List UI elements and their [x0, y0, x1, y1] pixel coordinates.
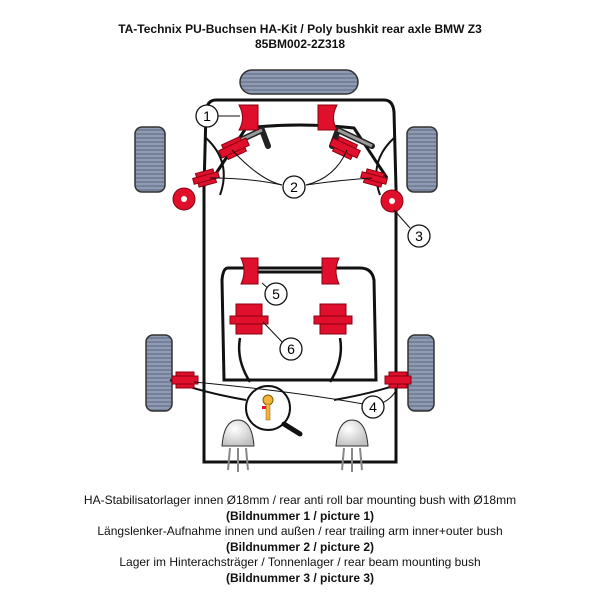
bush-2-left-lower	[192, 168, 220, 188]
svg-text:2: 2	[290, 179, 298, 195]
bush-1-right	[317, 104, 338, 131]
bush-2-right-lower	[360, 168, 388, 188]
bush-2-left-upper	[218, 135, 250, 161]
front-subframe-arc-right	[375, 137, 395, 196]
header: TA-Technix PU-Buchsen HA-Kit / Poly bush…	[0, 22, 600, 52]
page-title: TA-Technix PU-Buchsen HA-Kit / Poly bush…	[118, 22, 482, 36]
svg-text:1: 1	[203, 108, 211, 124]
part-number: 85BM002-2Z318	[254, 37, 346, 51]
caption-line-4: (Bildnummer 2 / picture 2)	[225, 539, 375, 554]
tire-front-right	[406, 126, 438, 193]
caption-line-1: HA-Stabilisatorlager innen Ø18mm / rear …	[83, 493, 517, 507]
caption-line-3: Längslenker-Aufnahme innen und außen / r…	[97, 524, 503, 538]
bush-6-right	[313, 303, 353, 335]
bush-5-right	[321, 257, 340, 285]
svg-text:5: 5	[272, 286, 280, 302]
callout-2: 2	[282, 175, 306, 199]
leader-lines	[193, 115, 411, 407]
top-cooler	[239, 69, 359, 95]
exhaust-left	[221, 419, 255, 472]
callout-4: 4	[361, 395, 385, 419]
caption-line-5: Lager im Hinterachsträger / Tonnenlager …	[119, 555, 481, 569]
callout-3: 3	[407, 224, 431, 248]
svg-text:4: 4	[369, 399, 377, 415]
tire-rear-left	[145, 334, 173, 412]
bush-3-left	[172, 187, 196, 211]
exhaust-right	[335, 419, 369, 472]
body-outline	[202, 98, 398, 464]
bush-2-right-upper	[329, 135, 361, 161]
caption-line-2: (Bildnummer 1 / picture 1)	[225, 508, 375, 523]
callout-1: 1	[195, 104, 219, 128]
front-subframe-arc	[205, 137, 225, 196]
caption-block: HA-Stabilisatorlager innen Ø18mm / rear …	[0, 493, 600, 586]
rear-subframe	[220, 266, 378, 382]
svg-text:6: 6	[287, 341, 295, 357]
caption-line-6: (Bildnummer 3 / picture 3)	[225, 570, 375, 585]
callout-6: 6	[279, 337, 303, 361]
bush-5-left	[240, 257, 259, 285]
key-tool-icon	[245, 385, 303, 437]
bush-1-left	[238, 104, 259, 131]
tire-front-left	[134, 126, 166, 193]
bush-4-left	[171, 371, 199, 389]
bush-6-left	[229, 303, 269, 335]
bush-3-right	[380, 189, 404, 213]
rear-arm-right	[328, 337, 343, 383]
svg-text:3: 3	[415, 228, 423, 244]
rear-arm-left	[237, 337, 252, 383]
callout-5: 5	[264, 282, 288, 306]
tire-rear-right	[407, 334, 435, 412]
